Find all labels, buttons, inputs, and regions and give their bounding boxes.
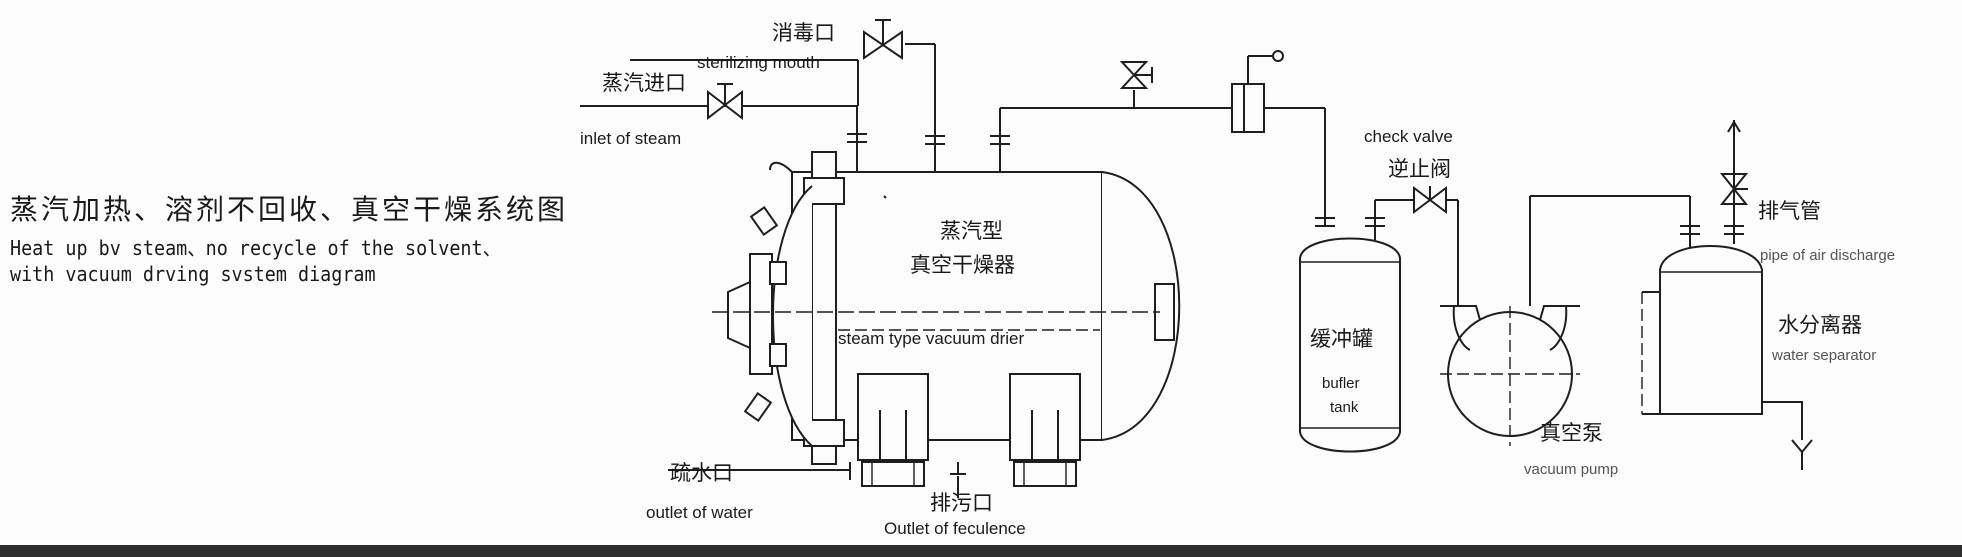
buffer-tank bbox=[1299, 199, 1459, 453]
buffer-tank-label-cn: 缓冲罐 bbox=[1310, 327, 1373, 351]
vacuum-pump-label-en: vacuum pump bbox=[1524, 461, 1618, 478]
door-latch-top bbox=[769, 261, 787, 285]
check-valve-label-en: check valve bbox=[1364, 127, 1453, 146]
pump-inlet-curve bbox=[1452, 305, 1471, 351]
exhaust-arrow-icon bbox=[1727, 120, 1741, 133]
vacuum-gauge-icon bbox=[1272, 50, 1284, 62]
feculence-label-cn: 排污口 bbox=[930, 491, 993, 515]
separator-label-en: water separator bbox=[1771, 347, 1876, 364]
door-latch-bottom bbox=[769, 343, 787, 367]
separator-label-cn: 水分离器 bbox=[1778, 313, 1862, 337]
drain-funnel-icon bbox=[1791, 439, 1813, 470]
sterilizing-valve-icon bbox=[863, 19, 903, 60]
labels: 消毒口 sterilizing mouth 蒸汽进口 inlet of stea… bbox=[580, 21, 1895, 538]
vacuum-drier bbox=[712, 151, 1181, 487]
drier-label-cn-1: 蒸汽型 bbox=[940, 219, 1003, 243]
valves bbox=[707, 19, 1749, 214]
door-hinge-2 bbox=[743, 392, 773, 422]
water-separator-body bbox=[1659, 245, 1763, 415]
pump-outlet-curve bbox=[1549, 305, 1568, 351]
buffer-tank-body bbox=[1299, 237, 1401, 453]
sight-glass-right bbox=[1243, 83, 1265, 133]
diagram-title-en-line1: Heat up bv steam、no recycle of the solve… bbox=[10, 236, 501, 260]
sterilizing-label-cn: 消毒口 bbox=[772, 21, 835, 45]
drier-label-en: steam type vacuum drier bbox=[838, 329, 1024, 348]
buffer-tank-label-en-1: bufler bbox=[1322, 375, 1360, 392]
pump-outlet-port bbox=[1539, 305, 1580, 321]
vacuum-pump-label-cn: 真空泵 bbox=[1540, 421, 1603, 445]
vent-valve-icon bbox=[1119, 61, 1153, 89]
water-separator bbox=[1641, 120, 1813, 470]
drain-label-cn: 疏水口 bbox=[670, 461, 733, 485]
diagram-title-en-line2: with vacuum drving svstem diagram bbox=[10, 262, 376, 286]
drier-drains bbox=[668, 469, 959, 498]
diagram-title-cn: 蒸汽加热、溶剂不回收、真空干燥系统图 bbox=[10, 193, 569, 226]
steam-inlet-label-cn: 蒸汽进口 bbox=[602, 71, 686, 95]
check-valve-icon bbox=[1413, 186, 1447, 214]
drier-label-cn-2: 真空干燥器 bbox=[910, 253, 1015, 277]
steam-inlet-label-en: inlet of steam bbox=[580, 129, 681, 148]
bottom-border bbox=[0, 545, 1962, 557]
drain-label-en: outlet of water bbox=[646, 503, 753, 522]
steam-inlet-valve-icon bbox=[707, 83, 743, 121]
door-handle-plate bbox=[749, 253, 773, 375]
separator-drain-pipe bbox=[1762, 401, 1803, 440]
exhaust-label-cn: 排气管 bbox=[1758, 199, 1821, 223]
heating-plate-left bbox=[857, 373, 929, 461]
buffer-tank-label-en-2: tank bbox=[1330, 399, 1359, 416]
drier-top-edge bbox=[769, 161, 793, 173]
drier-end-cap bbox=[1101, 171, 1181, 441]
pump-inlet-port bbox=[1440, 305, 1481, 321]
sterilizing-label-en: sterilizing mouth bbox=[697, 53, 820, 72]
door-hub bbox=[727, 280, 751, 350]
feculence-label-en: Outlet of feculence bbox=[884, 519, 1026, 538]
drier-door bbox=[772, 185, 813, 447]
door-hinge-1 bbox=[749, 206, 779, 236]
check-valve-label-cn: 逆止阀 bbox=[1388, 157, 1451, 181]
heating-plate-right bbox=[1009, 373, 1081, 461]
exhaust-label-en: pipe of air discharge bbox=[1760, 247, 1895, 264]
drier-mark bbox=[883, 195, 887, 199]
vacuum-pump bbox=[1440, 195, 1700, 446]
